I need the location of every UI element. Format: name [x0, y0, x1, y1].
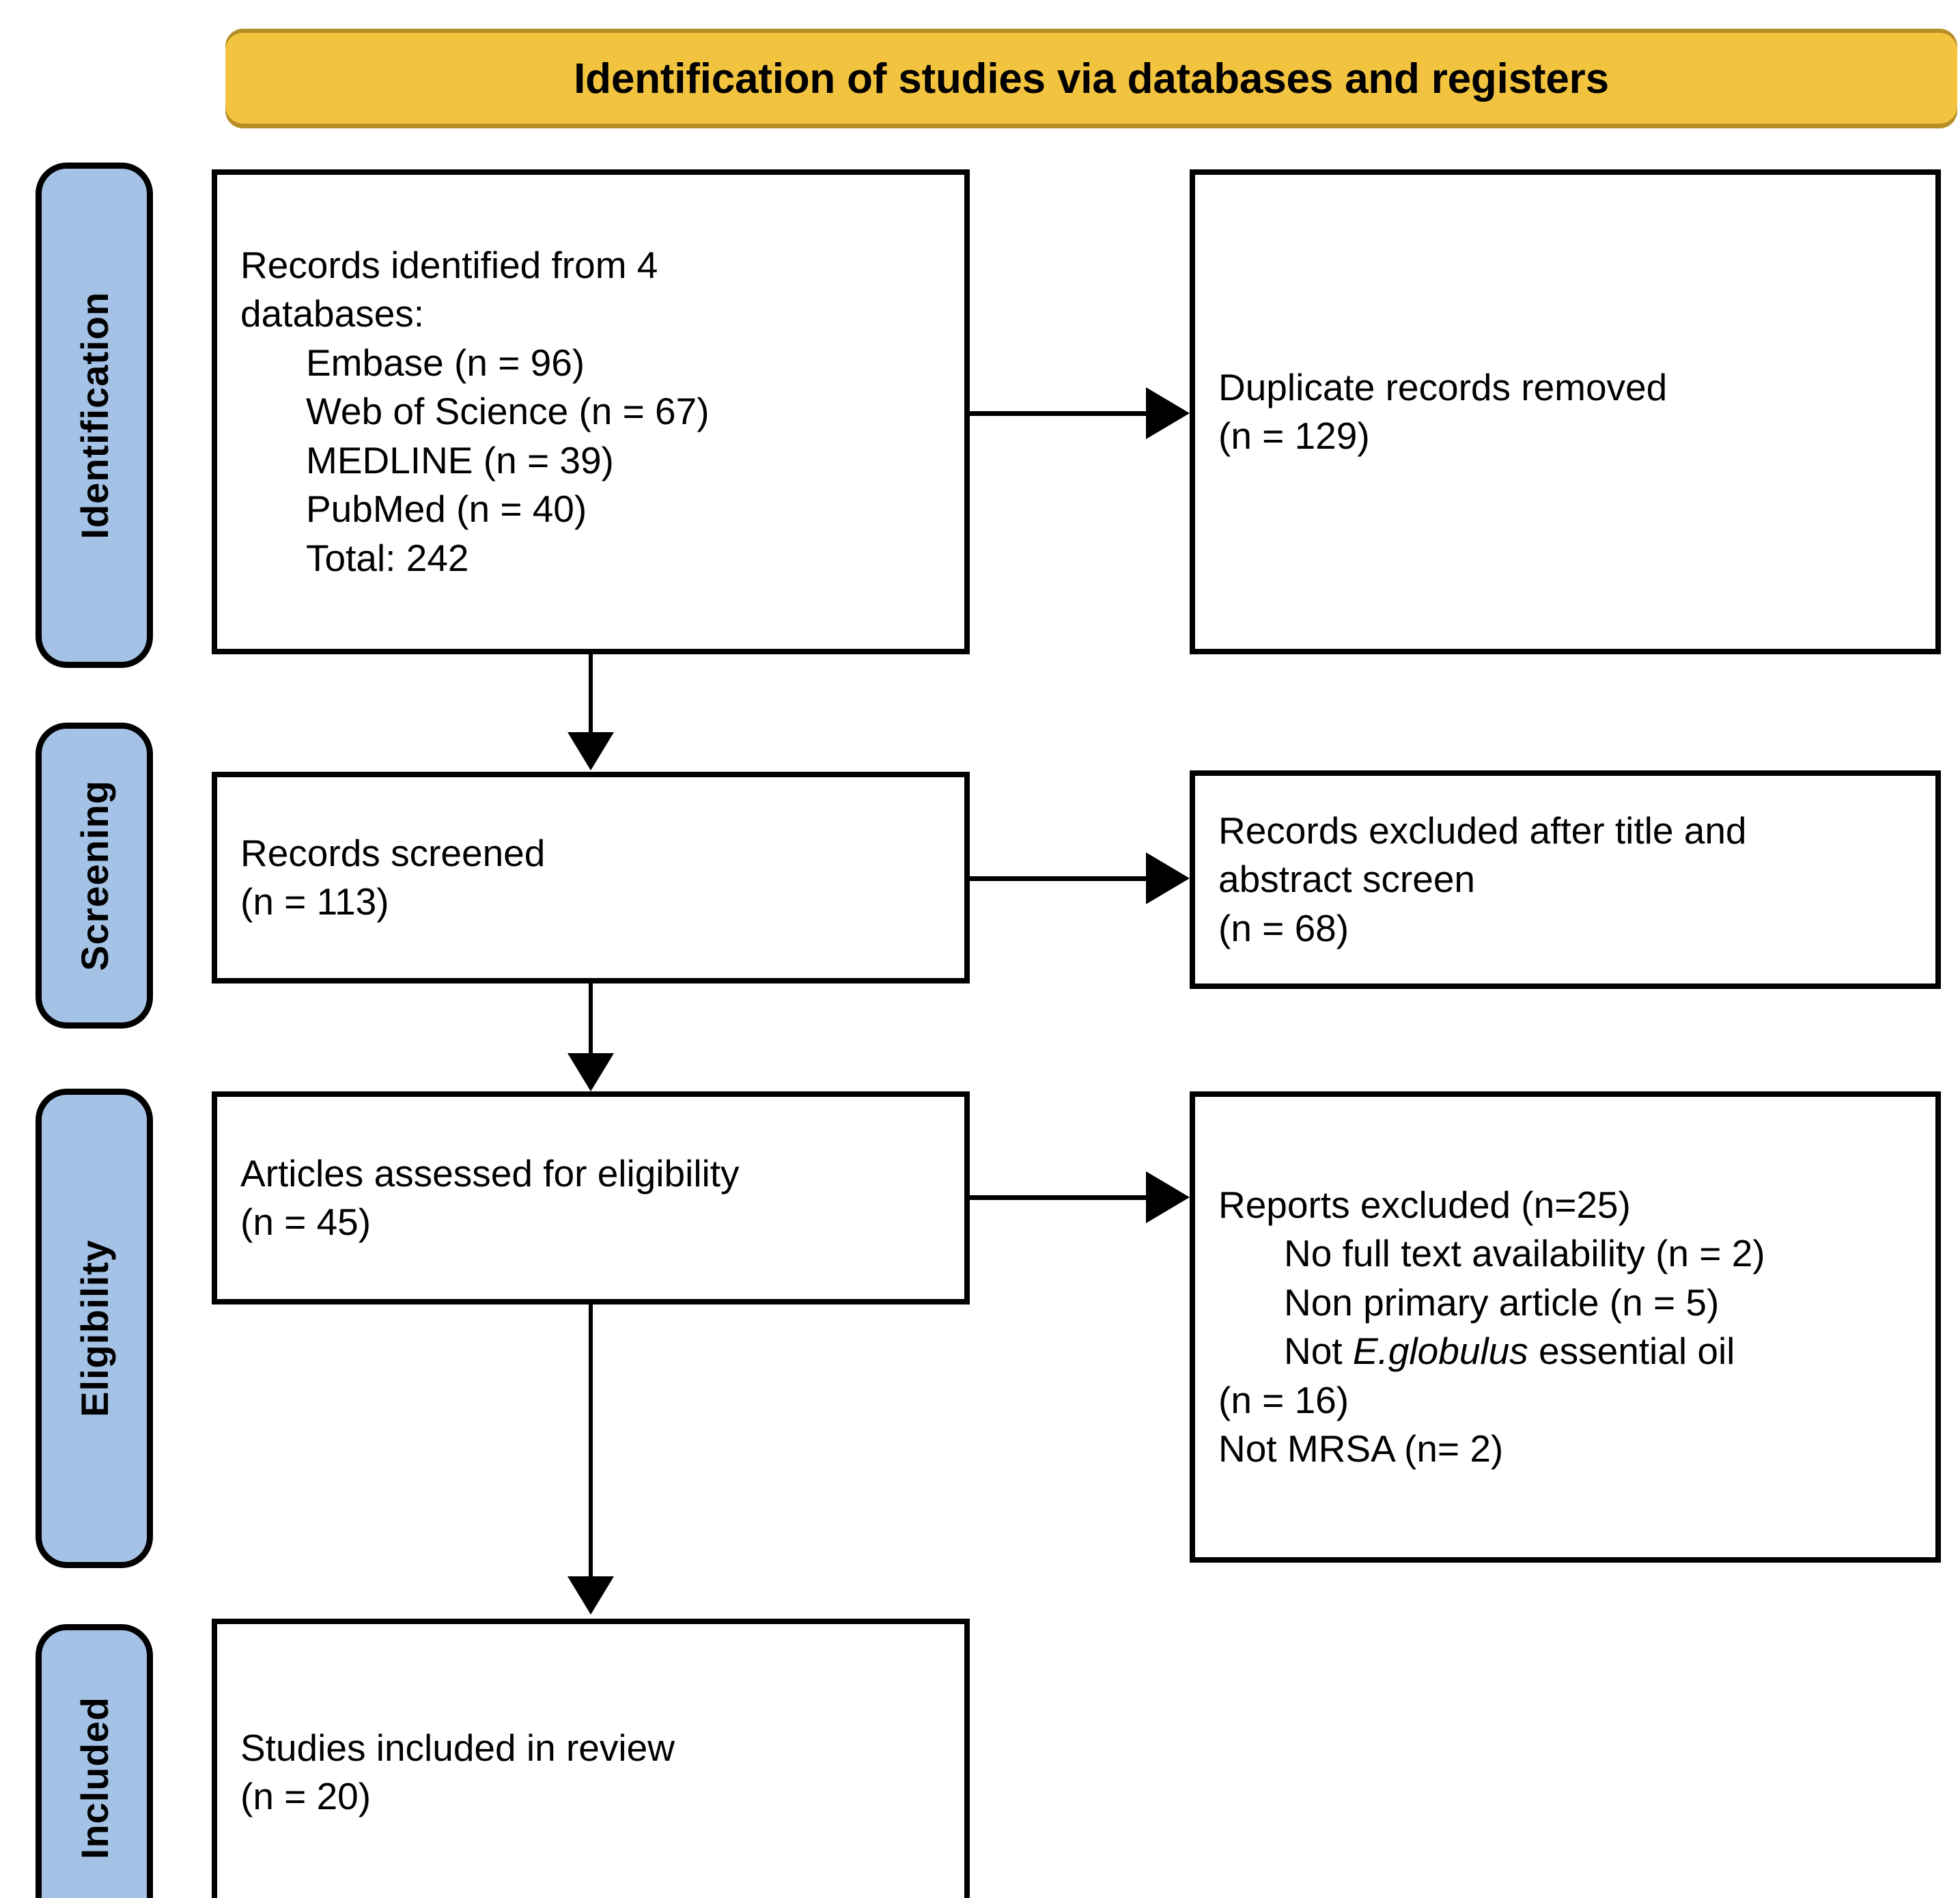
records-excluded-line1: Records excluded after title and [1218, 809, 1747, 852]
arrowhead-eligibility-to-included [568, 1576, 614, 1615]
box-records-excluded-text: Records excluded after title and abstrac… [1195, 807, 1935, 953]
stage-label-screening: Screening [36, 723, 153, 1029]
diagram-banner: Identification of studies via databases … [225, 29, 1957, 128]
box-studies-included-text: Studies included in review (n = 20) [217, 1724, 964, 1822]
box-articles-assessed-text: Articles assessed for eligibility (n = 4… [217, 1149, 964, 1247]
stage-label-eligibility: Eligibility [36, 1089, 153, 1568]
records-excluded-line3: (n = 68) [1218, 906, 1349, 949]
records-identified-line1: Records identified from 4 [240, 243, 658, 286]
arrowhead-screened-to-excluded [1146, 852, 1190, 904]
box-reports-excluded-text: Reports excluded (n=25) No full text ava… [1195, 1181, 1935, 1474]
reason-species-name: E.globulus [1352, 1330, 1528, 1372]
banner-title: Identification of studies via databases … [574, 55, 1609, 102]
arrowhead-eligibility-to-reports-excluded [1146, 1171, 1190, 1223]
reports-excluded-heading: Reports excluded (n=25) [1218, 1183, 1631, 1226]
records-excluded-line2: abstract screen [1218, 858, 1476, 901]
reports-excluded-reason-not-species: Not E.globulus essential oil [1218, 1327, 1912, 1376]
duplicates-line2: (n = 129) [1218, 415, 1370, 457]
connector-screened-to-excluded [970, 876, 1146, 881]
records-identified-pubmed: PubMed (n = 40) [306, 488, 587, 531]
connector-identified-to-duplicates [970, 411, 1146, 416]
reason-species-suffix: essential oil [1528, 1330, 1735, 1372]
box-studies-included: Studies included in review (n = 20) [212, 1619, 970, 1898]
stage-label-screening-text: Screening [72, 780, 116, 971]
reason-species-prefix: Not [1284, 1330, 1353, 1372]
studies-included-line1: Studies included in review [240, 1726, 675, 1769]
records-identified-wos: Web of Science (n = 67) [306, 390, 710, 433]
stage-label-eligibility-text: Eligibility [72, 1240, 116, 1417]
records-identified-line2: databases: [240, 292, 425, 335]
reports-excluded-reason-no-full-text: No full text availability (n = 2) [1284, 1232, 1765, 1274]
stage-label-identification-text: Identification [72, 291, 116, 540]
arrowhead-identified-to-screened [568, 732, 614, 770]
articles-assessed-line2: (n = 45) [240, 1201, 372, 1243]
connector-eligibility-to-reports-excluded [970, 1195, 1146, 1200]
box-records-identified-text: Records identified from 4 databases: Emb… [217, 241, 964, 583]
records-screened-line2: (n = 113) [240, 880, 389, 923]
stage-label-included-text: Included [72, 1696, 116, 1860]
studies-included-line2: (n = 20) [240, 1775, 372, 1817]
reports-excluded-reason-not-species-count: (n = 16) [1218, 1378, 1349, 1421]
stage-label-included: Included [36, 1624, 153, 1898]
arrowhead-screened-to-eligibility [568, 1053, 614, 1091]
connector-identified-to-screened [589, 654, 593, 735]
records-screened-line1: Records screened [240, 831, 546, 874]
box-duplicate-records-removed-text: Duplicate records removed (n = 129) [1195, 363, 1935, 461]
box-records-identified: Records identified from 4 databases: Emb… [212, 169, 970, 654]
arrowhead-identified-to-duplicates [1146, 387, 1190, 439]
box-records-screened-text: Records screened (n = 113) [217, 829, 964, 927]
records-identified-embase: Embase (n = 96) [306, 341, 585, 384]
connector-screened-to-eligibility [589, 983, 593, 1057]
box-reports-excluded: Reports excluded (n=25) No full text ava… [1190, 1091, 1941, 1563]
box-records-excluded: Records excluded after title and abstrac… [1190, 770, 1941, 989]
box-records-screened: Records screened (n = 113) [212, 772, 970, 983]
connector-eligibility-to-included [589, 1304, 593, 1579]
stage-label-identification: Identification [36, 163, 153, 668]
reports-excluded-reason-not-mrsa: Not MRSA (n= 2) [1218, 1427, 1504, 1470]
records-identified-total: Total: 242 [306, 536, 469, 579]
duplicates-line1: Duplicate records removed [1218, 365, 1668, 408]
box-articles-assessed: Articles assessed for eligibility (n = 4… [212, 1091, 970, 1304]
reports-excluded-reason-non-primary: Non primary article (n = 5) [1284, 1281, 1720, 1324]
records-identified-medline: MEDLINE (n = 39) [306, 438, 614, 482]
box-duplicate-records-removed: Duplicate records removed (n = 129) [1190, 169, 1941, 654]
articles-assessed-line1: Articles assessed for eligibility [240, 1152, 740, 1195]
